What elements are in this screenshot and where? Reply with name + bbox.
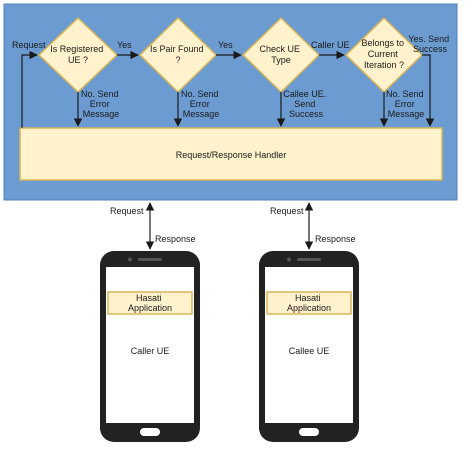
error-label-3: No. Send Error Message: [386, 89, 426, 119]
phone-speaker: [138, 258, 162, 261]
hasati-app-box: [107, 291, 193, 315]
link-right-request: Request: [270, 206, 304, 216]
link-left-response: Response: [155, 234, 196, 244]
error-label-2: No. Send Error Message: [181, 89, 221, 119]
decision-is-pair-found-text: Is Pair Found ?: [150, 44, 206, 65]
request-label-top: Request: [12, 40, 46, 50]
request-loop-line: [21, 50, 38, 128]
phone-callee: Hasati Application Callee UE: [259, 251, 359, 442]
link-right-response: Response: [315, 234, 356, 244]
yes-label-2: Yes: [218, 40, 233, 50]
link-left-request: Request: [110, 206, 144, 216]
yes-success-line: [422, 54, 435, 127]
handler-label: Request/Response Handler: [176, 150, 287, 160]
request-response-handler: [19, 127, 443, 181]
phone-caller: Hasati Application Caller UE: [100, 251, 200, 442]
yes-send-success-label: Yes. Send Success: [408, 34, 451, 54]
phone-home-button: [299, 428, 319, 436]
phone-screen: [106, 267, 194, 423]
yes-label-1: Yes: [117, 40, 132, 50]
phone-camera: [128, 257, 132, 262]
phone-camera: [287, 257, 291, 262]
callee-send-success-label: Callee UE. Send Success: [283, 89, 329, 119]
decision-check-ue-type-text: Check UE Type: [259, 44, 302, 65]
caller-ue-label: Caller UE: [311, 40, 350, 50]
hasati-app-label: Hasati Application: [287, 293, 331, 313]
hasati-app-box: [266, 291, 352, 315]
phone-speaker: [297, 258, 321, 261]
decision-is-registered-text: Is Registered UE ?: [50, 44, 106, 65]
callee-ue-text: Callee UE: [289, 346, 330, 356]
hasati-app-label: Hasati Application: [128, 293, 172, 313]
phone-screen: [265, 267, 353, 423]
decision-belongs-to-iteration-text: Belongs to Current Iteration ?: [361, 38, 406, 70]
caller-ue-text: Caller UE: [131, 346, 170, 356]
error-label-1: No. Send Error Message: [81, 89, 121, 119]
phone-home-button: [140, 428, 160, 436]
